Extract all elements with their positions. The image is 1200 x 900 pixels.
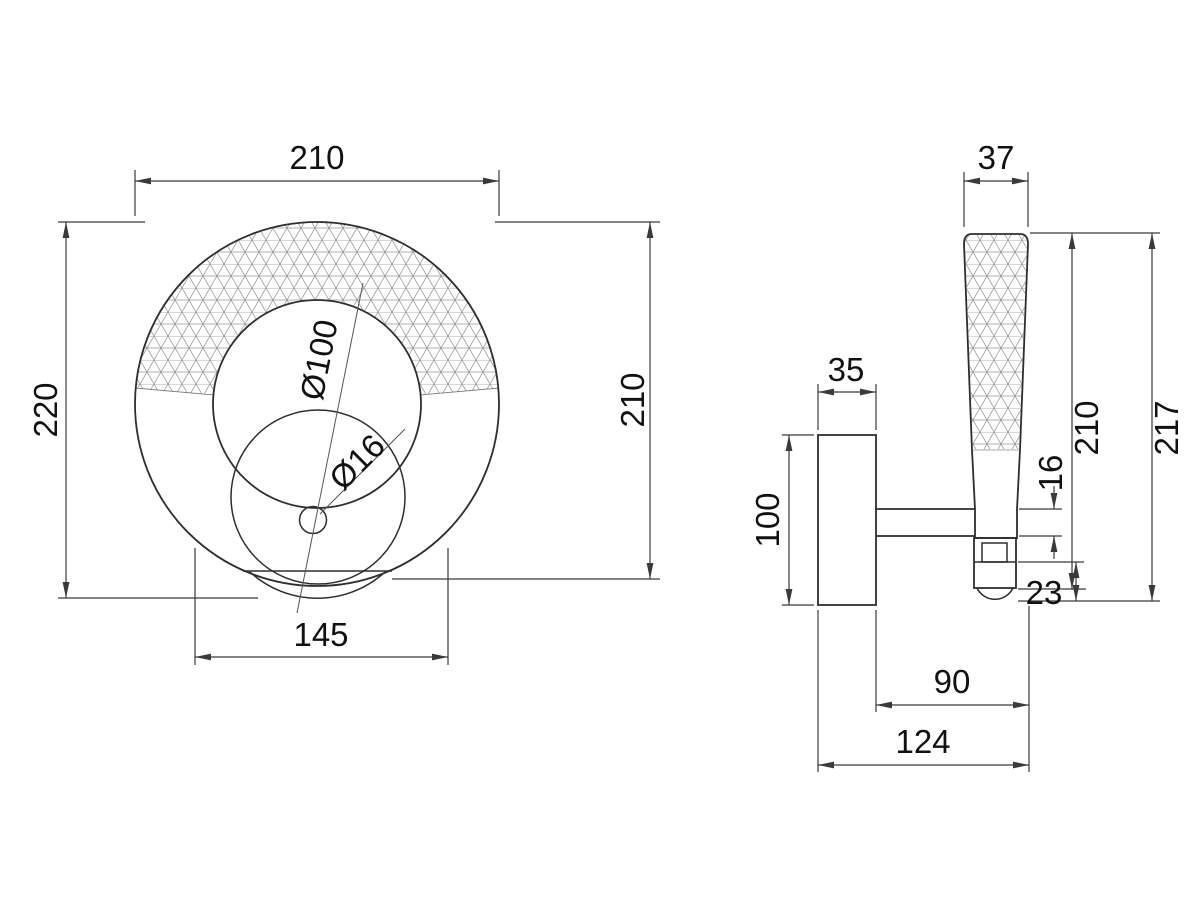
dim-side-stem-width-label: 37	[978, 139, 1015, 176]
ring-diameter-label: Ø100	[293, 317, 345, 403]
dim-side-stem-width: 37	[963, 139, 1029, 227]
extension-lines	[963, 172, 1029, 227]
shade-circle	[230, 409, 406, 585]
dim-side-socket-height-label: 23	[1026, 574, 1063, 611]
bottom-cap-arc	[249, 571, 386, 599]
wall-plate	[817, 434, 877, 606]
extension-lines	[392, 221, 660, 580]
extension-lines	[875, 606, 1030, 772]
side-view: 37 35 100 16 210	[749, 139, 1185, 772]
extension-lines	[134, 170, 500, 216]
extension-lines	[817, 384, 877, 430]
extension-lines	[1019, 508, 1062, 537]
diameter-leader-line	[296, 282, 364, 614]
dim-front-width: 210	[134, 139, 500, 216]
mounting-hole-circle	[298, 505, 328, 535]
extension-lines	[194, 548, 449, 665]
dim-side-plate-width-label: 35	[828, 351, 865, 388]
front-view: Ø100 Ø16 210 220 210 145	[27, 139, 660, 665]
dim-side-depth-label: 90	[934, 663, 971, 700]
inner-ring-circle	[212, 299, 422, 509]
dim-front-inner-height: 210	[392, 221, 660, 580]
hole-leader-line	[319, 428, 406, 515]
dim-side-arm-thickness-label: 16	[1032, 455, 1069, 492]
lamp-front-body: Ø100 Ø16	[134, 221, 500, 614]
dim-front-bottom-width: 145	[194, 548, 449, 665]
socket-body	[973, 537, 1017, 589]
dim-side-overall-depth-label: 124	[895, 723, 950, 760]
dim-side-plate-height: 100	[749, 434, 814, 606]
dim-front-inner-height-label: 210	[614, 372, 651, 427]
dim-front-height: 220	[27, 221, 258, 599]
dim-side-plate-width: 35	[817, 351, 877, 430]
extension-lines	[58, 221, 258, 599]
dim-front-bottom-width-label: 145	[293, 616, 348, 653]
outer-circle	[134, 221, 500, 587]
dim-side-arm-thickness: 16	[1019, 455, 1069, 559]
socket-inner-detail	[981, 542, 1008, 563]
extension-lines	[782, 434, 814, 606]
stem-outline	[963, 233, 1029, 539]
dim-side-depth: 90	[875, 606, 1030, 772]
dim-side-body-height-label: 210	[1068, 400, 1105, 455]
dim-front-width-label: 210	[289, 139, 344, 176]
dim-side-socket-height: 23	[1018, 561, 1084, 611]
stem-mesh-fill	[965, 235, 1027, 449]
dim-front-height-label: 220	[27, 382, 64, 437]
arm-lines	[876, 508, 975, 537]
dim-side-overall-height: 217	[1018, 233, 1185, 602]
dim-side-plate-height-label: 100	[749, 492, 786, 547]
dim-side-overall-depth: 124	[817, 610, 1029, 772]
lamp-side-body	[817, 233, 1029, 606]
socket-bottom-cap	[976, 587, 1014, 600]
dim-side-overall-height-label: 217	[1148, 400, 1185, 455]
